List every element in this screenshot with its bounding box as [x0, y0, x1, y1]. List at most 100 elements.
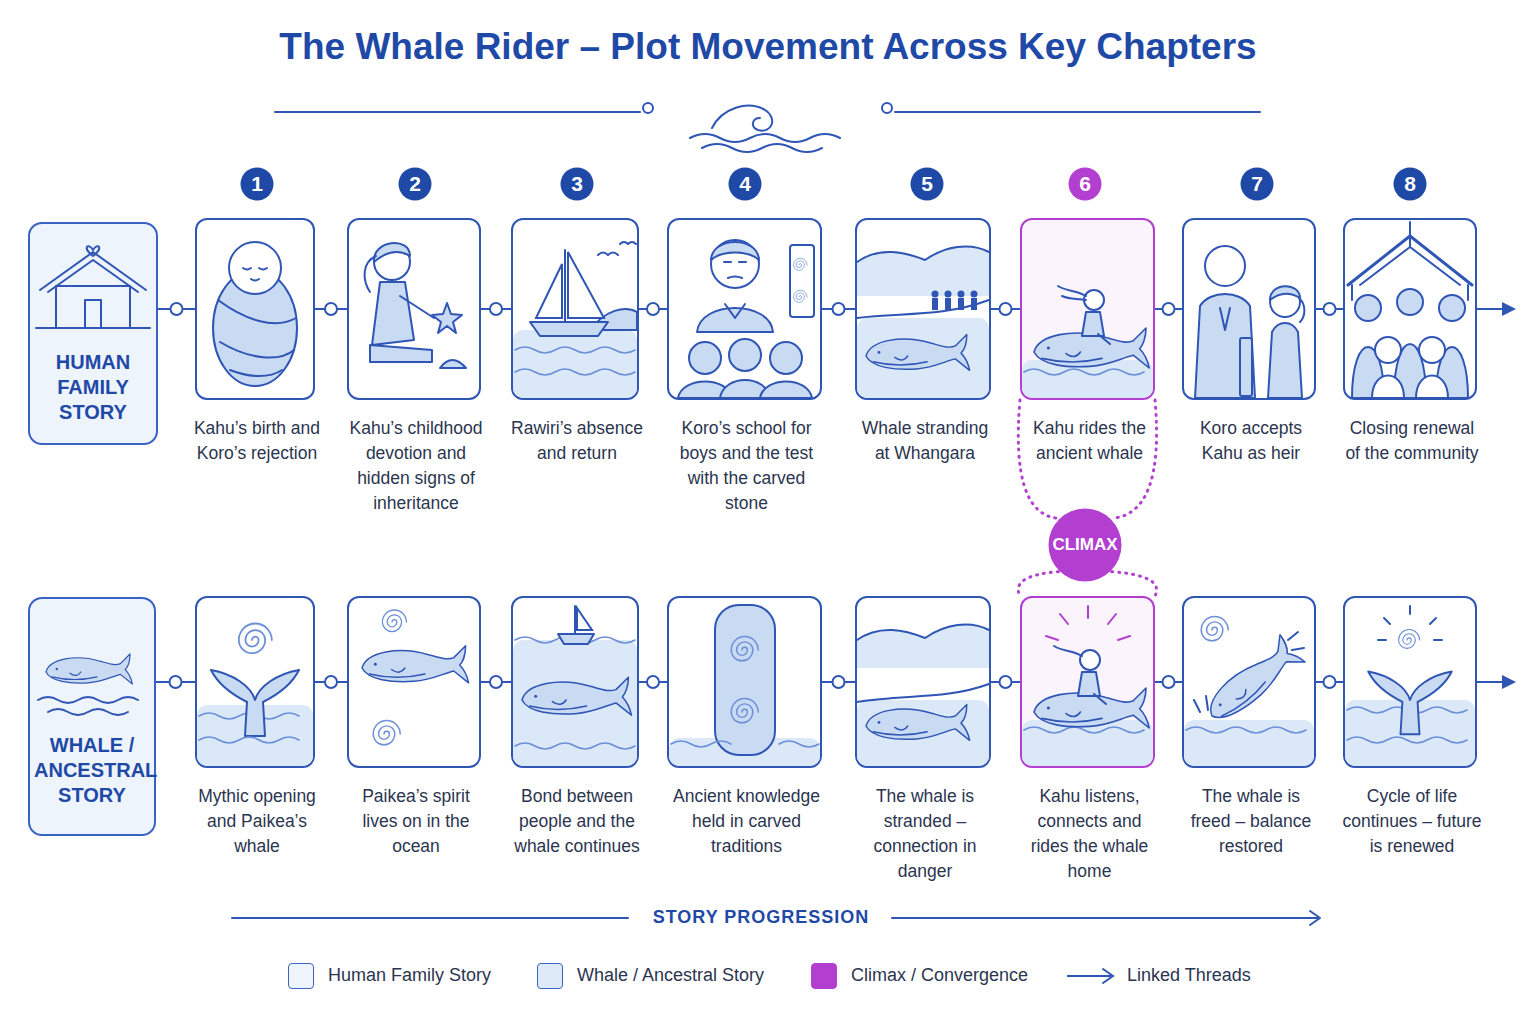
connector-line — [991, 681, 1020, 683]
row-end-arrows-part — [1502, 675, 1516, 689]
node-text: Mythic opening and Paikea’s whale — [193, 784, 321, 859]
chapter-number: 7 — [1240, 167, 1274, 201]
chapter-number: 3 — [560, 167, 594, 201]
connector-dot — [325, 676, 337, 688]
progression-line-part — [232, 917, 628, 919]
caption-block: Bond between people and the whale contin… — [509, 784, 645, 859]
circle-fill — [1394, 168, 1427, 201]
connector-line — [822, 308, 855, 310]
legend-text: Climax / Convergence — [851, 965, 1028, 986]
connector-dot — [1163, 303, 1175, 315]
connector — [991, 676, 1020, 688]
node-text: Whale stranding at Whangara — [853, 416, 997, 466]
legend-swatch — [537, 963, 563, 989]
chapter-box: Closing renewal of the community — [1343, 218, 1477, 400]
circle-fill — [911, 168, 944, 201]
node-text: The whale is stranded – connection in da… — [853, 784, 997, 884]
circle-label: 5 — [910, 167, 944, 201]
node-text: 3 — [571, 172, 583, 196]
connector-line — [991, 308, 1020, 310]
legend-text: Human Family Story — [328, 965, 491, 986]
connector — [1155, 303, 1182, 315]
row-header-box: WHALE / ANCESTRAL STORY — [28, 597, 156, 836]
chapter-number: 6 — [1068, 167, 1102, 201]
circle-label: 2 — [398, 167, 432, 201]
connector — [481, 676, 511, 688]
chapter-box: Rawiri’s absence and return — [511, 218, 639, 400]
header-text: WHALE / ANCESTRAL STORY — [34, 733, 150, 808]
circle-label: CLIMAX — [1048, 508, 1122, 582]
connector-dot — [1324, 303, 1336, 315]
connector-line — [639, 681, 667, 683]
node-text: Kahu’s birth and Koro’s rejection — [193, 416, 321, 466]
caption-block: Kahu’s birth and Koro’s rejection — [193, 416, 321, 466]
row-end-arrows-part — [1502, 302, 1516, 316]
legend-text: Whale / Ancestral Story — [577, 965, 764, 986]
connector — [158, 303, 195, 315]
caption-block: Closing renewal of the community — [1341, 416, 1483, 466]
title-ornament-part — [882, 103, 892, 113]
node-text: WHALE / ANCESTRAL STORY — [34, 733, 150, 808]
connector — [639, 303, 667, 315]
connector — [639, 676, 667, 688]
circle-fill — [561, 168, 594, 201]
legend-swatch — [288, 963, 314, 989]
node-text: 5 — [921, 172, 933, 196]
circle-label: 8 — [1393, 167, 1427, 201]
caption-block: Ancient knowledge held in carved traditi… — [665, 784, 828, 859]
title-ornament — [275, 103, 1260, 152]
connector-dot — [1000, 303, 1012, 315]
title-ornament-part — [643, 103, 653, 113]
connector-line — [1155, 681, 1182, 683]
title-ornament-part — [895, 111, 1260, 113]
connector — [315, 303, 347, 315]
progression-line-part — [892, 917, 1318, 919]
node-text: 7 — [1251, 172, 1263, 196]
node-text: 2 — [409, 172, 421, 196]
chapter-number: 2 — [398, 167, 432, 201]
connector — [1316, 676, 1343, 688]
node-text: CLIMAX — [1052, 535, 1117, 555]
caption-block: Cycle of life continues – future is rene… — [1341, 784, 1483, 859]
chapter-number: 8 — [1393, 167, 1427, 201]
climax-circle: CLIMAX — [1048, 508, 1122, 582]
caption-block: The whale is stranded – connection in da… — [853, 784, 997, 884]
chapter-box: Mythic opening and Paikea’s whale — [195, 596, 315, 768]
chapter-box: Koro accepts Kahu as heir — [1182, 218, 1316, 400]
circle-label: 7 — [1240, 167, 1274, 201]
connector-dot — [325, 303, 337, 315]
node-text: Ancient knowledge held in carved traditi… — [665, 784, 828, 859]
node-text: 6 — [1079, 172, 1091, 196]
caption-block: Koro accepts Kahu as heir — [1180, 416, 1322, 466]
header-text: HUMAN FAMILY STORY — [34, 350, 152, 425]
connector — [481, 303, 511, 315]
connector-line — [481, 308, 511, 310]
connector-dot — [647, 676, 659, 688]
legend-line — [1067, 975, 1111, 977]
connector-dot — [833, 676, 845, 688]
connector-dot — [170, 676, 182, 688]
row-end-arrows — [1477, 302, 1516, 689]
row-end-arrows-part — [1477, 681, 1510, 683]
chapter-box: The whale is stranded – connection in da… — [855, 596, 991, 768]
connector-dot — [171, 303, 183, 315]
chapter-box: Bond between people and the whale contin… — [511, 596, 639, 768]
legend-arrow-head — [1103, 969, 1113, 983]
node-text: Bond between people and the whale contin… — [509, 784, 645, 859]
node-text: Kahu listens, connects and rides the wha… — [1018, 784, 1161, 884]
node-text: 1 — [251, 172, 263, 196]
connector-line — [158, 308, 195, 310]
connector-line — [156, 681, 195, 683]
connector-line — [315, 681, 347, 683]
circle-label: 4 — [728, 167, 762, 201]
legend-swatch — [811, 963, 837, 989]
connector — [1155, 676, 1182, 688]
caption-block: Rawiri’s absence and return — [509, 416, 645, 466]
caption-block: Paikea’s spirit lives on in the ocean — [345, 784, 487, 859]
node-text: HUMAN FAMILY STORY — [34, 350, 152, 425]
connector-dot — [1324, 676, 1336, 688]
chapter-box: The whale is freed – balance restored — [1182, 596, 1316, 768]
node-text: Koro’s school for boys and the test with… — [665, 416, 828, 516]
